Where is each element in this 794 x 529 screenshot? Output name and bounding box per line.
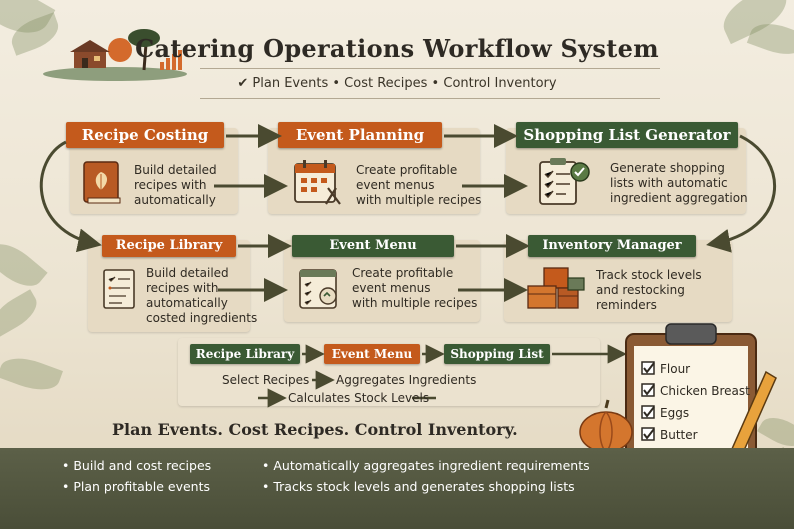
tagline: Plan Events. Cost Recipes. Control Inven…: [112, 420, 518, 439]
title-divider: [200, 68, 660, 69]
bullet-tracks-stock: Tracks stock levels and generates shoppi…: [262, 479, 574, 494]
event-menu-icon: [299, 269, 337, 309]
clipboard-item-eggs: Eggs: [660, 406, 690, 420]
subtitle-divider: [200, 98, 660, 99]
clipboard-item-flour: Flour: [660, 362, 691, 376]
flow-select-recipes: Select Recipes: [222, 373, 310, 387]
flow-step-event-menu: Event Menu: [324, 344, 420, 364]
calendar-icon: [294, 160, 341, 205]
header-inventory-manager: Inventory Manager: [528, 235, 696, 257]
landscape-logo-icon: [43, 29, 187, 81]
pumpkin-icon: [579, 399, 633, 453]
bullet-aggregates-ingredients: Automatically aggregates ingredient requ…: [262, 458, 589, 473]
flow-calculates-stock-levels: Calculates Stock Levels: [288, 391, 430, 405]
bullet-plan-profitable-events: Plan profitable events: [62, 479, 210, 494]
checklist-icon: [539, 158, 590, 205]
boxes-icon: [527, 267, 585, 309]
header-recipe-costing: Recipe Costing: [66, 122, 224, 148]
flow-aggregates-ingredients: Aggregates Ingredients: [336, 373, 477, 387]
page-title: Catering Operations Workflow System: [135, 34, 659, 63]
page-subtitle: ✔ Plan Events • Cost Recipes • Control I…: [237, 76, 557, 91]
clipboard-item-butter: Butter: [660, 428, 698, 442]
recipe-sheet-icon: [103, 269, 135, 309]
recipe-book-icon: [83, 161, 121, 204]
bullet-build-cost-recipes: Build and cost recipes: [62, 458, 211, 473]
header-shopping-list-generator: Shopping List Generator: [516, 122, 738, 148]
flow-step-recipe-library: Recipe Library: [190, 344, 300, 364]
header-event-menu: Event Menu: [292, 235, 454, 257]
flow-step-shopping-list: Shopping List: [444, 344, 550, 364]
clipboard-item-chicken-breast: Chicken Breast: [660, 384, 750, 398]
header-recipe-library: Recipe Library: [102, 235, 236, 257]
header-event-planning: Event Planning: [278, 122, 442, 148]
